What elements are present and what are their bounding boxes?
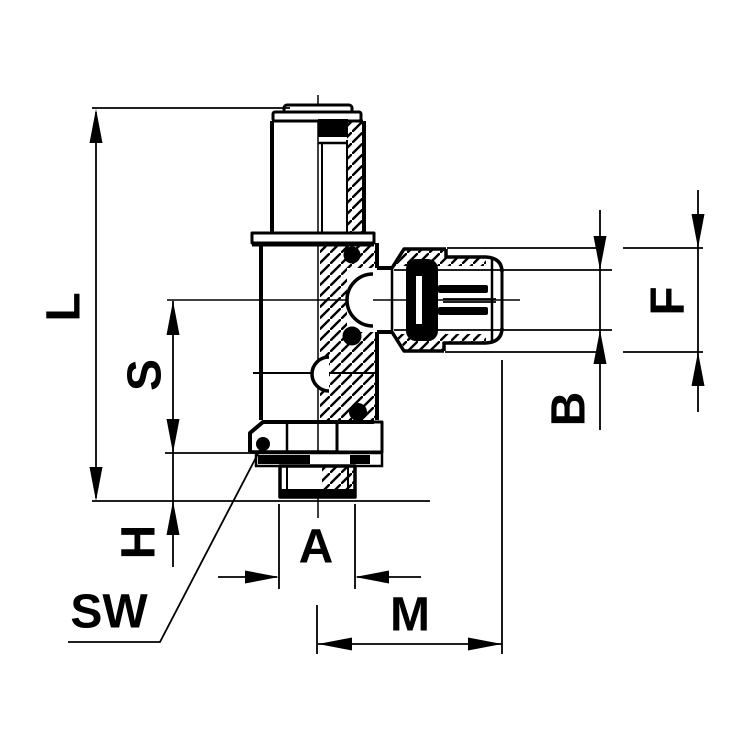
thread-section-band [281, 489, 354, 497]
arrowhead-down [166, 419, 180, 453]
section-hatch [347, 122, 363, 232]
flange-washer [250, 231, 376, 247]
arrowhead-up [593, 330, 607, 364]
o-ring-above-hex [349, 403, 367, 421]
dimension-M: M [316, 360, 503, 654]
dimension-S: S [119, 301, 262, 567]
arrowhead-down [691, 214, 705, 248]
o-ring-section-top [343, 246, 361, 264]
dimension-H: H [113, 501, 180, 559]
dimension-L-label: L [38, 292, 91, 321]
dimension-A-label: A [299, 521, 334, 574]
fitting-section-view [248, 103, 504, 499]
arrowhead-up [89, 109, 103, 143]
arrowhead-up [166, 301, 180, 335]
dimension-B: B [394, 210, 612, 430]
arrowhead-down [593, 236, 607, 270]
dimension-M-label: M [390, 589, 430, 642]
o-ring-section-bottom [342, 326, 362, 346]
arrowhead-right [245, 570, 279, 584]
valve-seat-dome [345, 272, 374, 328]
push-in-port [377, 247, 504, 353]
hex-nut [248, 403, 384, 468]
dimension-B-label: B [543, 392, 596, 427]
dimension-S-label: S [119, 359, 172, 391]
dimension-A: A [218, 504, 421, 589]
dimension-SW-label: SW [70, 586, 148, 639]
dimension-H-label: H [113, 525, 166, 560]
top-cartridge [270, 103, 366, 233]
arrowhead-left [355, 570, 389, 584]
internal-ball [310, 355, 330, 393]
dimension-L: L [38, 107, 430, 502]
dimension-F: F [445, 190, 705, 412]
arrowhead-down [89, 467, 103, 501]
arrowhead-up [166, 501, 180, 535]
grip-teeth-top [438, 285, 488, 293]
leader-dot [256, 437, 270, 451]
fitting-body [253, 243, 379, 420]
dimension-F-label: F [642, 286, 695, 315]
seal-ring-section [318, 119, 348, 137]
dimension-SW: SW [68, 437, 270, 643]
arrowhead-up [691, 352, 705, 386]
threaded-stud [278, 464, 357, 499]
grip-teeth-bottom [438, 307, 488, 315]
arrowhead-right [468, 637, 502, 651]
arrowhead-left [318, 637, 352, 651]
